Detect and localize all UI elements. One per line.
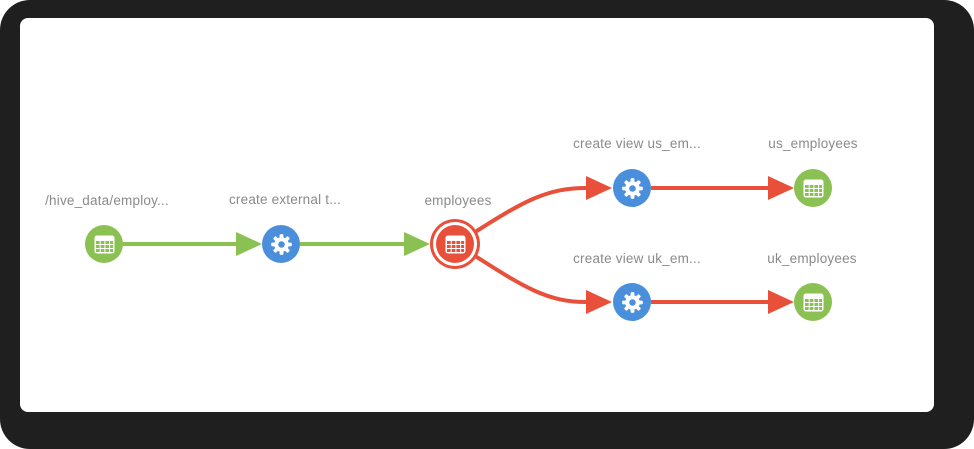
gear-icon bbox=[270, 233, 293, 256]
lineage-edges bbox=[123, 176, 794, 314]
edge-process-to-employees bbox=[300, 232, 430, 256]
node-create-external-table[interactable] bbox=[262, 225, 300, 263]
node-label-us-employees: us_employees bbox=[768, 136, 858, 151]
edge-employees-to-view-uk bbox=[470, 252, 612, 314]
lineage-canvas[interactable]: /hive_data/employ... create external t..… bbox=[20, 18, 934, 412]
arrowhead-icon bbox=[586, 290, 612, 314]
node-label-hive-data-path: /hive_data/employ... bbox=[45, 193, 169, 208]
node-employees[interactable] bbox=[436, 225, 474, 263]
table-icon bbox=[445, 235, 466, 254]
table-icon bbox=[803, 179, 824, 198]
node-us-employees[interactable] bbox=[794, 169, 832, 207]
node-label-uk-employees: uk_employees bbox=[767, 251, 857, 266]
node-create-view-us[interactable] bbox=[613, 169, 651, 207]
edge-source-to-process bbox=[123, 232, 262, 256]
table-icon bbox=[94, 235, 115, 254]
node-label-create-view-us: create view us_em... bbox=[573, 136, 701, 151]
node-hive-data-path[interactable] bbox=[85, 225, 123, 263]
node-label-create-external-table: create external t... bbox=[228, 192, 342, 207]
edge-view-uk-to-uk-employees bbox=[651, 290, 794, 314]
node-label-create-view-uk: create view uk_em... bbox=[573, 251, 701, 266]
arrowhead-icon bbox=[768, 290, 794, 314]
arrowhead-icon bbox=[586, 176, 612, 200]
gear-icon bbox=[621, 291, 644, 314]
arrowhead-icon bbox=[404, 232, 430, 256]
node-uk-employees[interactable] bbox=[794, 283, 832, 321]
gear-icon bbox=[621, 177, 644, 200]
arrowhead-icon bbox=[768, 176, 794, 200]
node-create-view-uk[interactable] bbox=[613, 283, 651, 321]
arrowhead-icon bbox=[236, 232, 262, 256]
edge-employees-to-view-us bbox=[470, 176, 612, 236]
edge-view-us-to-us-employees bbox=[651, 176, 794, 200]
node-label-employees: employees bbox=[424, 193, 492, 208]
table-icon bbox=[803, 293, 824, 312]
